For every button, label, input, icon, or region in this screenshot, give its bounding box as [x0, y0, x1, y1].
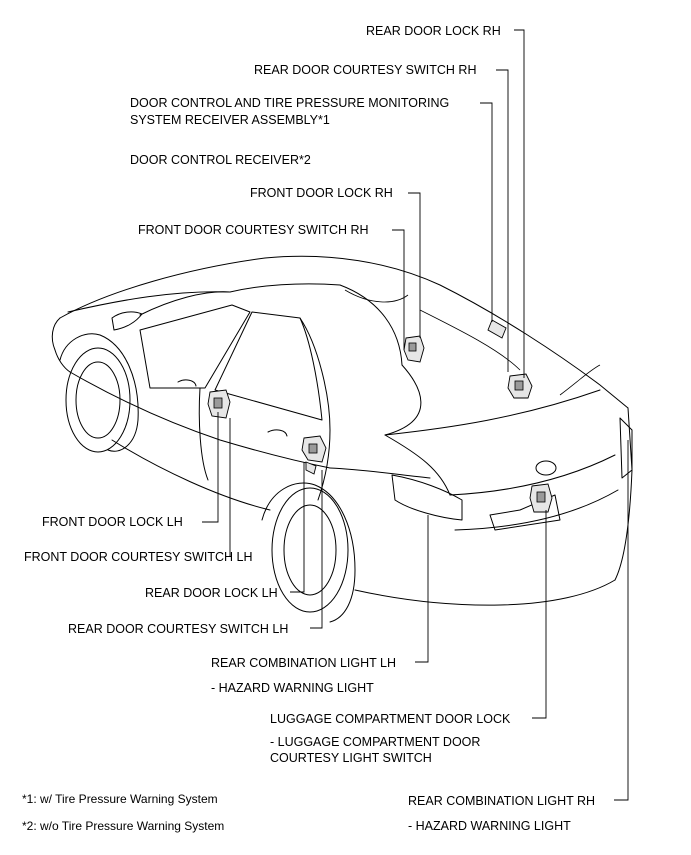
- leader-rear-door-lock-rh: [514, 29, 525, 378]
- footnote-2: *2: w/o Tire Pressure Warning System: [22, 819, 224, 833]
- vehicle-outline: [51, 255, 633, 623]
- footnote-1: *1: w/ Tire Pressure Warning System: [22, 792, 218, 806]
- footnotes: *1: w/ Tire Pressure Warning System *2: …: [22, 792, 224, 833]
- label-rear-door-lock-lh: REAR DOOR LOCK LH: [145, 586, 278, 600]
- leader-rear-door-lock-lh: [290, 462, 305, 593]
- leader-front-door-lock-lh: [202, 412, 219, 523]
- label-front-door-courtesy-switch-lh: FRONT DOOR COURTESY SWITCH LH: [24, 550, 253, 564]
- label-front-door-lock-rh: FRONT DOOR LOCK RH: [250, 186, 393, 200]
- leader-rear-combination-light-rh: [614, 440, 629, 801]
- leader-front-door-courtesy-switch-rh: [392, 229, 405, 350]
- label-rear-combination-light-rh: REAR COMBINATION LIGHT RH: [408, 794, 595, 808]
- component-parts: [207, 319, 553, 513]
- rear-door-lock-rh-part: [507, 373, 533, 399]
- leader-rear-door-courtesy-switch-lh: [310, 470, 323, 629]
- label-receiver-assembly-line2: SYSTEM RECEIVER ASSEMBLY*1: [130, 113, 330, 127]
- component-labels: REAR DOOR LOCK RH REAR DOOR COURTESY SWI…: [24, 24, 595, 833]
- label-hazard-warning-light-lh: - HAZARD WARNING LIGHT: [211, 681, 374, 695]
- luggage-door-lock-part: [529, 483, 553, 513]
- label-rear-door-courtesy-switch-rh: REAR DOOR COURTESY SWITCH RH: [254, 63, 476, 77]
- receiver-assembly-part: [487, 319, 507, 339]
- label-door-control-receiver: DOOR CONTROL RECEIVER*2: [130, 153, 311, 167]
- front-door-lock-lh-part: [207, 389, 231, 419]
- label-rear-combination-light-lh: REAR COMBINATION LIGHT LH: [211, 656, 396, 670]
- front-door-lock-rh-part: [403, 335, 425, 363]
- label-rear-door-courtesy-switch-lh: REAR DOOR COURTESY SWITCH LH: [68, 622, 288, 636]
- leader-rear-combination-light-lh: [415, 515, 429, 663]
- leader-rear-door-courtesy-switch-rh: [496, 69, 509, 372]
- rear-door-lock-lh-part: [301, 435, 327, 475]
- label-receiver-assembly-line1: DOOR CONTROL AND TIRE PRESSURE MONITORIN…: [130, 96, 449, 110]
- label-hazard-warning-light-rh: - HAZARD WARNING LIGHT: [408, 819, 571, 833]
- label-front-door-lock-lh: FRONT DOOR LOCK LH: [42, 515, 183, 529]
- leader-luggage-door-lock: [532, 510, 547, 719]
- label-luggage-door-lock: LUGGAGE COMPARTMENT DOOR LOCK: [270, 712, 511, 726]
- leader-front-door-lock-rh: [408, 192, 421, 338]
- label-luggage-courtesy-line1: - LUGGAGE COMPARTMENT DOOR: [270, 735, 480, 749]
- leader-lines: [202, 29, 629, 801]
- label-luggage-courtesy-line2: COURTESY LIGHT SWITCH: [270, 751, 432, 765]
- label-rear-door-lock-rh: REAR DOOR LOCK RH: [366, 24, 501, 38]
- leader-receiver-assembly: [480, 102, 493, 322]
- label-front-door-courtesy-switch-rh: FRONT DOOR COURTESY SWITCH RH: [138, 223, 369, 237]
